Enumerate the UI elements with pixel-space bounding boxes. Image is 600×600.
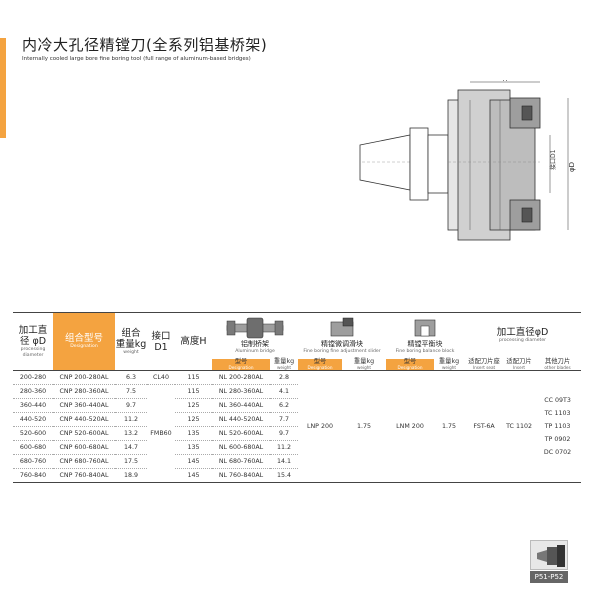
tool-drawing: H 接口D1 φD: [359, 80, 576, 241]
balance-model: LNM 200: [396, 423, 424, 430]
table-row: 360-440 CNP 360-440AL 9.7 125 NL 360-440…: [13, 398, 581, 413]
page-title: 内冷大孔径精镗刀(全系列铝基桥架): [22, 36, 268, 54]
dim-d1-label: 接口D1: [549, 149, 557, 170]
table-row: 520-600 CNP 520-600AL 13.2 135 NL 520-60…: [13, 426, 581, 441]
interface-fmb60: FMB60: [150, 430, 172, 437]
bridge-icon: [226, 317, 284, 339]
header-weight: 组合 重量kg weight: [115, 312, 147, 371]
header-height: 高度H: [175, 312, 212, 371]
header-interface: 接口 D1: [147, 312, 175, 371]
tool-icon: [537, 545, 565, 567]
balance-icon: [414, 319, 436, 337]
balance-weight: 1.75: [441, 423, 457, 430]
insert-seat: FST-6A: [473, 423, 495, 430]
header-balance: 精镗平衡块 Fine boring balance block: [386, 313, 464, 359]
other-blades: CC 09T3 TC 1103 TP 1103 TP 0902 DC 0702: [543, 397, 572, 456]
header-diameter: 加工直 径 φD processing diameter: [13, 312, 53, 371]
table-row: 600-680 CNP 600-680AL 14.7 135 NL 600-68…: [13, 440, 581, 455]
header-combo: 组合型号 Designation: [53, 312, 115, 371]
dim-d-label: φD: [568, 162, 576, 172]
slide-weight: 1.75: [356, 423, 372, 430]
spec-table: 加工直 径 φD processing diameter 组合型号 Design…: [13, 312, 582, 483]
header-bridge: 铝制桥架 Aluminum bridge: [212, 313, 298, 359]
page-tag[interactable]: P51-P52: [530, 571, 568, 583]
table-row: 280-360 CNP 280-360AL 7.5 FMB60 115 NL 2…: [13, 384, 581, 437]
table-row: 440-520 CNP 440-520AL 11.2 125 NL 440-52…: [13, 412, 581, 427]
slide-model: LNP 200: [306, 423, 334, 430]
table-row: 760-840 CNP 760-840AL 18.9 145 NL 760-84…: [13, 468, 582, 483]
header-slide: 精镗微调滑块 Fine boring fine adjustment slide…: [298, 313, 386, 359]
insert: TC 1102: [506, 423, 532, 430]
dim-h-label: H: [503, 80, 508, 83]
header-proc-diameter: 加工直径φD processing diameter: [496, 327, 549, 344]
accent-bar: [0, 38, 6, 138]
tool-thumbnail: [530, 540, 568, 570]
table-row: 680-760 CNP 680-760AL 17.5 145 NL 680-76…: [13, 454, 581, 469]
slide-icon: [330, 318, 354, 337]
interface-cl40: CL40: [147, 370, 175, 385]
table-row: 200-280 CNP 200-280AL 6.3 CL40 115 NL 20…: [13, 370, 581, 456]
page-subtitle: Internally cooled large bore fine boring…: [22, 56, 251, 62]
